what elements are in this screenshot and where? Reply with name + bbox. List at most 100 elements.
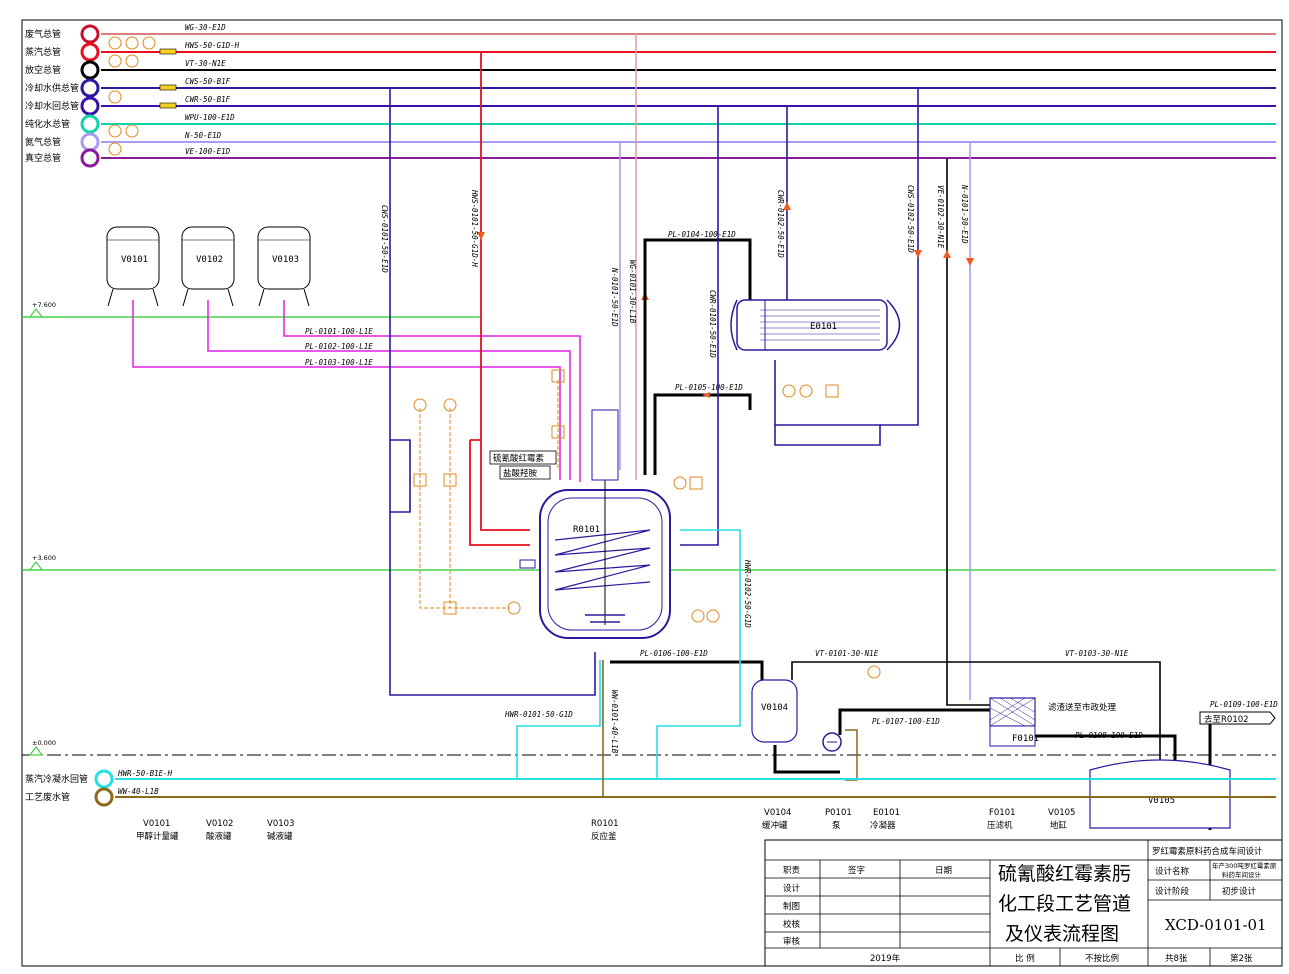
line-cwr0102: CWR-0102-50-E1D: [776, 190, 785, 258]
legend-tag-7: F0101: [989, 808, 1016, 818]
legend-name-2: 碱液罐: [267, 831, 293, 842]
line-pl0107: PL-0107-100-E1D: [872, 717, 940, 726]
legend-name-6: 冷凝器: [870, 820, 896, 831]
header-name-steam: 蒸汽总管: [25, 46, 61, 58]
vapor-line: [643, 238, 752, 475]
line-pl0108: PL-0108-100-E1D: [1075, 731, 1143, 740]
header-name-cws: 冷却水供总管: [25, 82, 79, 94]
steam-arrow: [477, 232, 485, 240]
elev-3600: +3.600: [32, 554, 56, 562]
tb-company: 罗红霉素原料药合成车间设计: [1152, 846, 1263, 857]
feed-label-2: 盐酸羟胺: [503, 468, 538, 479]
bottom-header-name-ww: 工艺废水管: [25, 791, 70, 803]
to-r0102: 去至R0102: [1199, 711, 1276, 725]
tb-role-4: 审核: [783, 936, 801, 947]
tank-v0101-tag: V0101: [121, 255, 148, 265]
header-name-n2: 氮气总管: [25, 136, 61, 148]
tb-design-name-label: 设计名称: [1155, 866, 1190, 877]
tb-total: 共8张: [1165, 954, 1188, 964]
header-line-wg: WG-30-E1D: [185, 23, 226, 32]
bottom-header-line-hwr: HWR-50-B1E-H: [117, 769, 173, 778]
feed-lines: [132, 300, 581, 482]
sump-v0105: V0105: [1089, 759, 1231, 829]
header-name-vent: 放空总管: [25, 64, 61, 76]
line-cwr0101: CWR-0101-50-E1D: [708, 290, 717, 358]
reactor-tag: R0101: [573, 525, 600, 535]
line-pl0106: PL-0106-100-E1D: [640, 649, 708, 658]
bottom-header-name-hwr: 蒸汽冷凝水回管: [25, 773, 88, 785]
line-pl0105: PL-0105-100-E1D: [675, 383, 743, 392]
condenser-e0101: E0101: [730, 299, 901, 351]
cws-arrow: [914, 250, 922, 258]
tb-year: 2019年: [870, 953, 901, 964]
legend-name-7: 压滤机: [987, 820, 1013, 831]
elev-7600: +7.600: [32, 301, 56, 309]
tb-title-2: 化工段工艺管道: [998, 893, 1131, 915]
ve-arrow: [943, 250, 951, 258]
header-line-vac: VE-100-E1D: [185, 147, 231, 156]
sump-tag: V0105: [1148, 796, 1175, 806]
tb-role-3: 校核: [783, 919, 801, 930]
header-line-vent: VT-30-N1E: [185, 59, 226, 68]
line-ve0102: VE-0102-30-N1E: [936, 185, 945, 249]
legend-name-8: 地缸: [1050, 820, 1068, 831]
reactor-feed-labels: 硫氰酸红霉素 盐酸羟胺: [489, 450, 557, 480]
tank-v0103: V0103: [257, 226, 311, 307]
legend-name-3: 反应釜: [591, 831, 617, 842]
legend-tag-3: R0101: [591, 819, 619, 829]
header-steam: 蒸汽总管 HWS-50-G1D-H: [25, 41, 1276, 62]
tb-date: 日期: [935, 866, 952, 876]
line-pl0109: PL-0109-100-E1D: [1210, 700, 1278, 709]
tb-role-2: 制图: [783, 901, 800, 912]
line-pl0104: PL-0104-100-E1D: [668, 230, 736, 239]
line-n0101b: N-0101-30-E1D: [960, 184, 969, 244]
instrument-signals: [419, 380, 559, 609]
line-vt0103: VT-0103-30-N1E: [1065, 649, 1129, 658]
tank-v0102-tag: V0102: [196, 255, 223, 265]
instrument-bubbles: [413, 369, 881, 679]
tank-v0103-tag: V0103: [272, 255, 299, 265]
header-line-n2: N-50-E1D: [184, 131, 222, 140]
legend-tag-4: V0104: [764, 808, 791, 818]
tb-design-name-1: 年产300吨罗红霉素原: [1212, 861, 1277, 870]
hwr-jacket: [680, 529, 741, 650]
jacket-cwr: [680, 106, 719, 546]
header-line-wpu: WPU-100-E1D: [185, 113, 235, 122]
tank-v0102: V0102: [181, 226, 235, 307]
legend-tag-6: E0101: [873, 808, 900, 818]
bottom-headers: 蒸汽冷凝水回管 HWR-50-B1E-H 工艺废水管 WW-40-L1B HWR…: [25, 650, 1276, 807]
header-line-cwr: CWR-50-B1F: [185, 95, 231, 104]
line-pl0101: PL-0101-100-L1E: [305, 327, 373, 336]
n2-arrow: [966, 258, 974, 266]
line-cws0102: CWS-0102-50-E1D: [906, 185, 915, 253]
drawing-frame: [21, 19, 1283, 967]
header-vac: 真空总管 VE-100-E1D: [25, 147, 1276, 168]
legend-tag-0: V0101: [143, 819, 170, 829]
header-name-cwr: 冷却水回总管: [25, 100, 79, 112]
filter-utilities: [946, 142, 990, 706]
line-cws0101: CWS-0101-50-E1D: [380, 205, 389, 273]
filter-tag: F0101: [1012, 734, 1039, 744]
buffer-v0104: V0104: [751, 679, 798, 743]
filter-f0101: F0101 滤渣送至市政处理: [989, 697, 1117, 747]
legend-name-4: 缓冲罐: [762, 820, 788, 831]
legend-name-1: 酸液罐: [206, 831, 232, 842]
vent-lines: [791, 661, 1161, 760]
bottom-header-line-ww: WW-40-L1B: [118, 787, 159, 796]
reactor-r0101: R0101: [519, 409, 671, 639]
tb-sheet: 第2张: [1230, 953, 1253, 964]
tb-role-0: 职责: [783, 865, 801, 876]
line-vt0101: VT-0101-30-N1E: [815, 649, 879, 658]
tb-scale-label: 比 例: [1015, 953, 1035, 964]
steam-line: [469, 52, 530, 546]
line-n0101: N-0101-50-E1D: [610, 267, 619, 327]
legend-name-0: 甲醇计量罐: [136, 831, 179, 842]
legend-tag-2: V0103: [267, 819, 294, 829]
header-group: 废气总管 WG-30-E1D 蒸汽总管 HWS-50-G1D-H 放空总管 VT…: [25, 23, 1276, 168]
equipment-legend: V0101 甲醇计量罐 V0102 酸液罐 V0103 碱液罐 R0101 反应…: [136, 808, 1075, 842]
cws-loop: [389, 88, 596, 696]
header-n2: 氮气总管 N-50-E1D: [25, 131, 1276, 152]
legend-tag-5: P0101: [825, 808, 852, 818]
line-pl0102: PL-0102-100-L1E: [305, 342, 373, 351]
